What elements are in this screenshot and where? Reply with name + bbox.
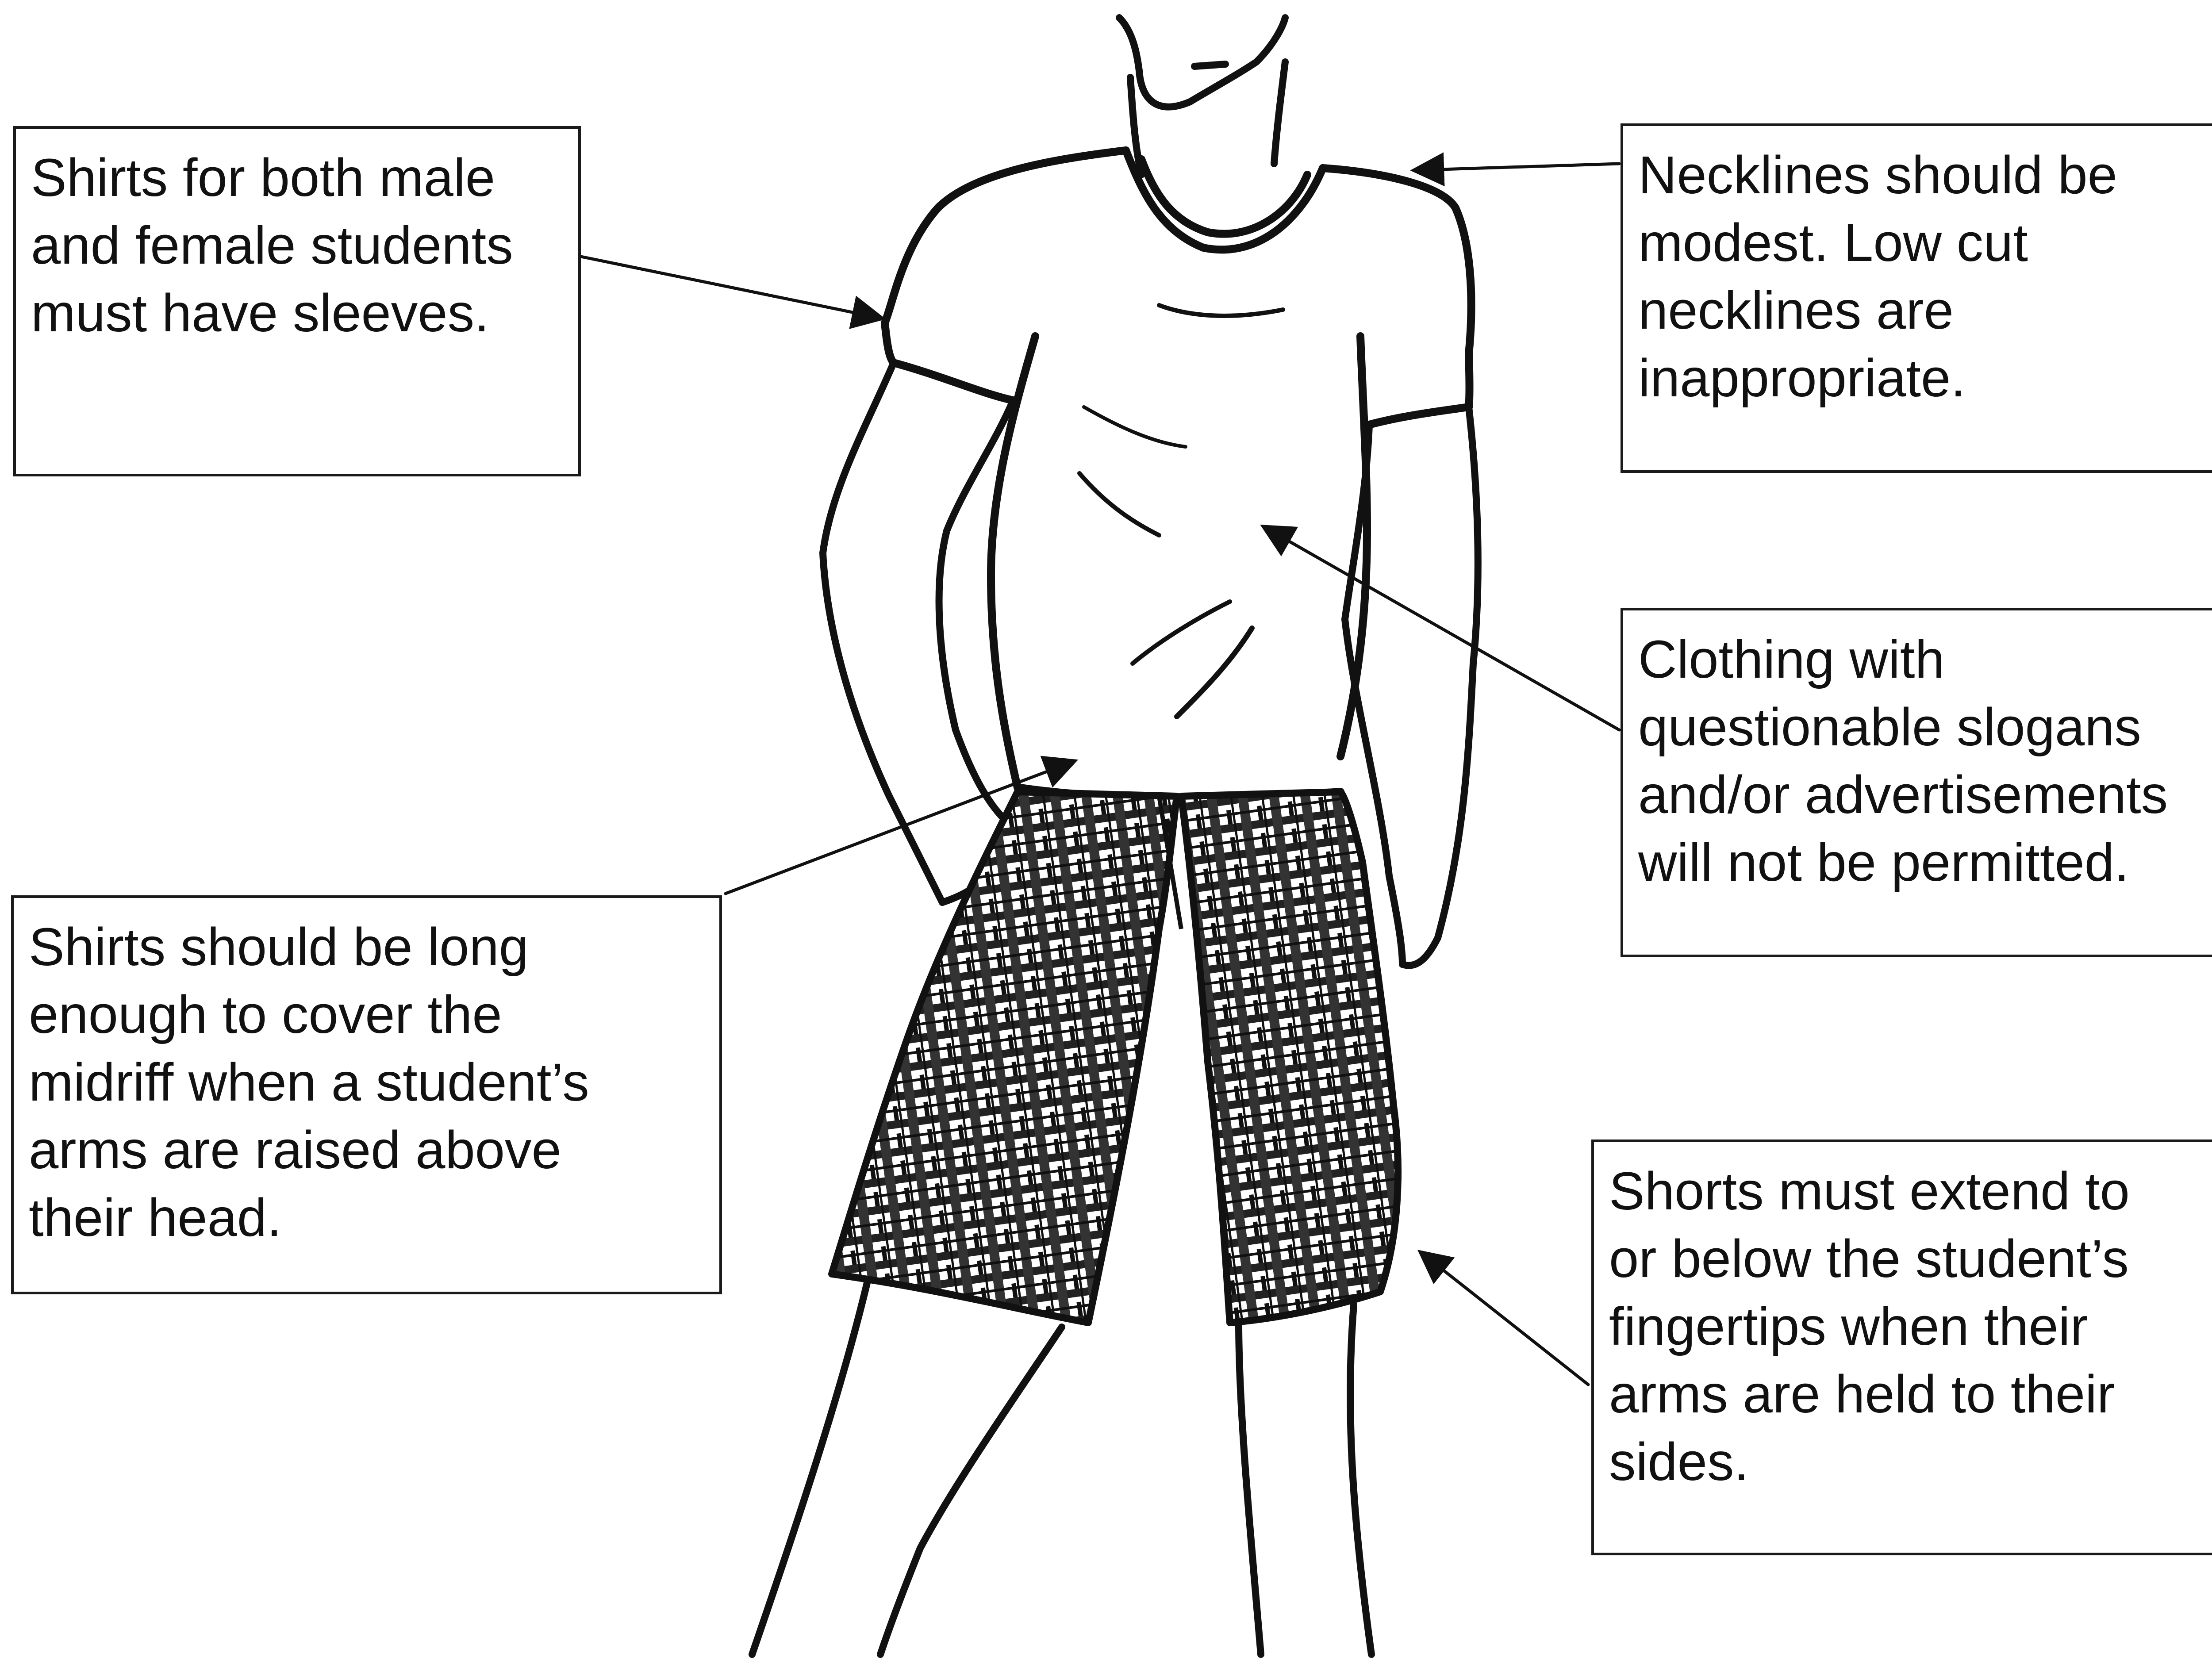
callout-shorts-line-5: sides. xyxy=(1609,1428,2212,1496)
callout-midriff-line-2: enough to cover the xyxy=(29,981,706,1048)
callout-shorts-line-2: or below the student’s xyxy=(1609,1225,2212,1293)
callout-neckline-line-1: Necklines should be xyxy=(1638,141,2212,209)
callout-shorts-line-3: fingertips when their xyxy=(1609,1293,2212,1360)
head-neck xyxy=(1119,18,1285,175)
callout-neckline-line-3: necklines are xyxy=(1638,276,2212,344)
callout-sleeves: Shirts for both male and female students… xyxy=(13,126,581,476)
callout-slogans: Clothing with questionable slogans and/o… xyxy=(1621,608,2212,957)
callout-midriff-line-5: their head. xyxy=(29,1184,706,1251)
callout-midriff: Shirts should be long enough to cover th… xyxy=(11,895,722,1294)
callout-sleeves-line-3: must have sleeves. xyxy=(31,279,565,347)
callout-shorts-line-1: Shorts must extend to xyxy=(1609,1157,2212,1225)
callout-midriff-line-3: midriff when a student’s xyxy=(29,1048,706,1116)
neckline-arrow xyxy=(1413,164,1619,170)
callout-midriff-line-1: Shirts should be long xyxy=(29,913,706,981)
callout-slogans-line-4: will not be permitted. xyxy=(1638,829,2212,896)
sleeves-arrow xyxy=(581,257,883,318)
callout-shorts-line-4: arms are held to their xyxy=(1609,1360,2212,1428)
callout-slogans-line-2: questionable slogans xyxy=(1638,693,2212,761)
shorts-arrow xyxy=(1420,1252,1588,1385)
slogans-arrow xyxy=(1263,526,1619,730)
callout-shorts: Shorts must extend to or below the stude… xyxy=(1591,1140,2212,1555)
callout-neckline: Necklines should be modest. Low cut neck… xyxy=(1621,123,2212,473)
callout-sleeves-line-1: Shirts for both male xyxy=(31,144,565,211)
legs xyxy=(752,1283,1371,1654)
callout-midriff-line-4: arms are raised above xyxy=(29,1116,706,1184)
callout-slogans-line-1: Clothing with xyxy=(1638,625,2212,693)
callout-sleeves-line-2: and female students xyxy=(31,211,565,279)
plaid-shorts xyxy=(832,792,1398,1323)
callout-neckline-line-4: inappropriate. xyxy=(1638,344,2212,412)
callout-slogans-line-3: and/or advertisements xyxy=(1638,761,2212,829)
callout-neckline-line-2: modest. Low cut xyxy=(1638,209,2212,276)
